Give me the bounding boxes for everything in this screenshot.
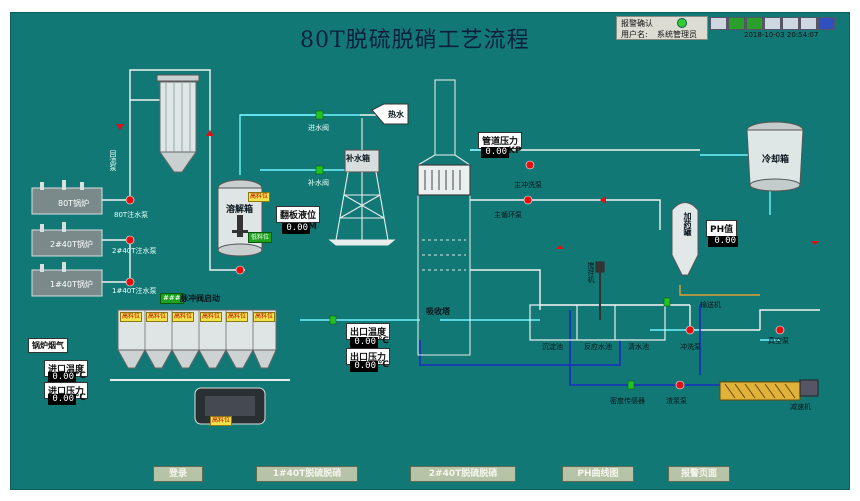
settle-pool-label: 沉淀池 [542, 343, 563, 351]
toolbar-settings-icon[interactable] [800, 17, 817, 30]
nav-ph-chart-button[interactable]: PH曲线图 [562, 466, 634, 482]
pump-1-label: 1#40T注水泵 [112, 287, 157, 295]
silo [156, 74, 200, 173]
pipes-white [100, 69, 820, 331]
dosing-tank [671, 202, 699, 276]
pulse-code: ### [160, 293, 184, 304]
boiler-80t-label: 80T锅炉 [58, 199, 90, 208]
toolbar-forward-icon[interactable] [746, 17, 763, 30]
hopper-tag-4: 高料位 [200, 312, 223, 322]
outlet-temp-unit: ℃ [378, 336, 389, 346]
outlet-press-unit: ℃ [378, 360, 389, 370]
pumps [125, 160, 785, 390]
pipe-pressure-value: 0.00 [481, 147, 509, 158]
inlet-temp-value: 0.00 [48, 372, 76, 383]
toolbar-users-icon[interactable] [782, 17, 799, 30]
cooling-tower [746, 121, 804, 192]
flow-arrows [116, 124, 819, 249]
pipes-orange [679, 285, 760, 296]
pump-2-label: 2#40T注水泵 [112, 247, 157, 255]
tank-level-value: 0.00 [282, 223, 310, 234]
outlet-press-value: 0.00 [350, 361, 378, 372]
water-tower [328, 118, 396, 246]
screw-press [719, 379, 819, 401]
toolbar-home-icon[interactable] [764, 17, 781, 30]
inlet-valve-label: 进水阀 [308, 124, 329, 132]
main-wash-pump-label: 主冲洗泵 [514, 181, 542, 189]
makeup-tank-label: 补水箱 [346, 154, 370, 163]
main-circ-pump-label: 主循环泵 [494, 211, 522, 219]
boilers [31, 180, 103, 297]
pipes-blue [419, 305, 720, 386]
ph-label: PH值 [706, 220, 738, 237]
boiler-2-label: 2#40T锅炉 [50, 240, 93, 249]
datetime: 2018-10-03 20:54:07 [744, 31, 819, 39]
pools [529, 261, 666, 341]
toolbar-close-icon[interactable] [818, 17, 835, 30]
pipe-pressure-unit: KP [508, 146, 522, 156]
toolbar-back-icon[interactable] [728, 17, 745, 30]
hopper-tag-5: 高料位 [226, 312, 249, 322]
high-level-tag: 高料位 [248, 192, 271, 202]
transfer-machine-label: 输送机 [700, 301, 721, 309]
process-panel [10, 12, 850, 490]
ph-value: 0.00 [708, 236, 738, 247]
toolbar-system-icon[interactable] [710, 17, 727, 30]
dosing-tank-label: 加药罐 [683, 212, 692, 236]
hopper-tag-3: 高料位 [172, 312, 195, 322]
absorber-label: 吸收塔 [426, 307, 450, 316]
hot-water-label: 热水 [388, 110, 404, 119]
hopper-tag-6: 高料位 [253, 312, 276, 322]
nav-login-button[interactable]: 登录 [153, 466, 203, 482]
pump-80t-label: 80T注水泵 [114, 211, 149, 219]
absorber-tower [417, 79, 471, 356]
tank-level-label: 翻板液位 [276, 206, 321, 223]
user-label: 用户名: [621, 30, 648, 39]
inlet-press-value: 0.00 [48, 394, 76, 405]
vacuum-pump-label: 真空泵 [768, 337, 789, 345]
user-name: 系统管理员 [657, 30, 697, 39]
header-panel: 报警确认 用户名: 系统管理员 [616, 16, 708, 40]
clear-pool-label: 清水池 [628, 343, 649, 351]
slurry-pump-label: 渣浆泵 [666, 397, 687, 405]
react-pool-label: 反应水池 [584, 343, 612, 351]
cooling-tank-label: 冷却箱 [762, 155, 790, 165]
page-title: 80T脱硫脱硝工艺流程 [300, 28, 530, 53]
density-sensor-label: 密度传感器 [610, 397, 645, 405]
press-tag: 高料位 [210, 416, 233, 426]
hopper-tag-1: 高料位 [120, 312, 143, 322]
alarm-led-icon[interactable] [677, 18, 687, 28]
alarm-confirm-label: 报警确认 [621, 19, 653, 28]
tank-level-unit: M [308, 222, 317, 232]
boiler-1-label: 1#40T锅炉 [50, 280, 93, 289]
nav-2-40t-button[interactable]: 2#40T脱硫脱硝 [410, 466, 516, 482]
inlet-press-unit: ℃ [75, 393, 86, 403]
inlet-temp-unit: ℃ [75, 371, 86, 381]
circ-pump-label: 回流泵 [109, 150, 117, 171]
hopper-tag-2: 高料位 [146, 312, 169, 322]
hot-water-arrow [371, 103, 409, 125]
makeup-valve-label: 补水阀 [308, 179, 329, 187]
low-level-tag: 低料位 [248, 232, 273, 243]
stirrer-label: 搅拌机 [587, 262, 595, 283]
bag-filter-hoppers [110, 309, 290, 425]
pulse-start-label[interactable]: 脉冲阀启动 [180, 294, 220, 303]
outlet-temp-value: 0.00 [350, 337, 378, 348]
nav-1-40t-button[interactable]: 1#40T脱硫脱硝 [256, 466, 358, 482]
nav-alarm-page-button[interactable]: 报警页面 [668, 466, 730, 482]
dissolve-tank-label: 溶解箱 [226, 205, 254, 215]
flush-pump-label: 冲洗泵 [680, 343, 701, 351]
boiler-flue-label: 锅炉烟气 [28, 338, 68, 353]
reducer-label: 减速机 [790, 403, 811, 411]
